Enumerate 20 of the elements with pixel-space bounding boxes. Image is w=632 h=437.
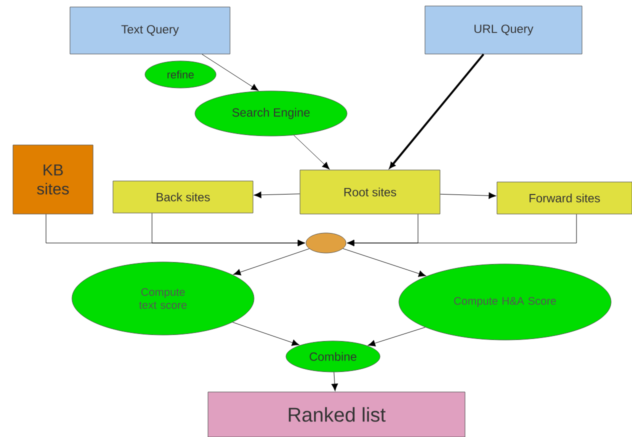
sites-box: Root sites xyxy=(300,170,440,214)
arrow xyxy=(233,248,310,276)
query-box: Text Query xyxy=(70,6,230,54)
result-box: Ranked list xyxy=(208,392,466,437)
sites-box: Forward sites xyxy=(496,182,632,214)
query-box: URL Query xyxy=(424,6,582,54)
arrow xyxy=(440,192,496,199)
sites-box: Back sites xyxy=(112,180,254,214)
arrow xyxy=(331,372,338,392)
arrow xyxy=(368,327,426,346)
source-box: KB sites xyxy=(12,144,94,214)
arrow xyxy=(152,213,306,246)
arrow xyxy=(342,248,426,277)
merge-ellipse xyxy=(306,232,346,254)
arrow xyxy=(294,134,330,170)
arrow xyxy=(389,54,484,168)
arrow xyxy=(254,192,300,198)
arrow xyxy=(202,54,259,91)
arrow xyxy=(232,322,300,346)
arrow xyxy=(346,214,577,246)
